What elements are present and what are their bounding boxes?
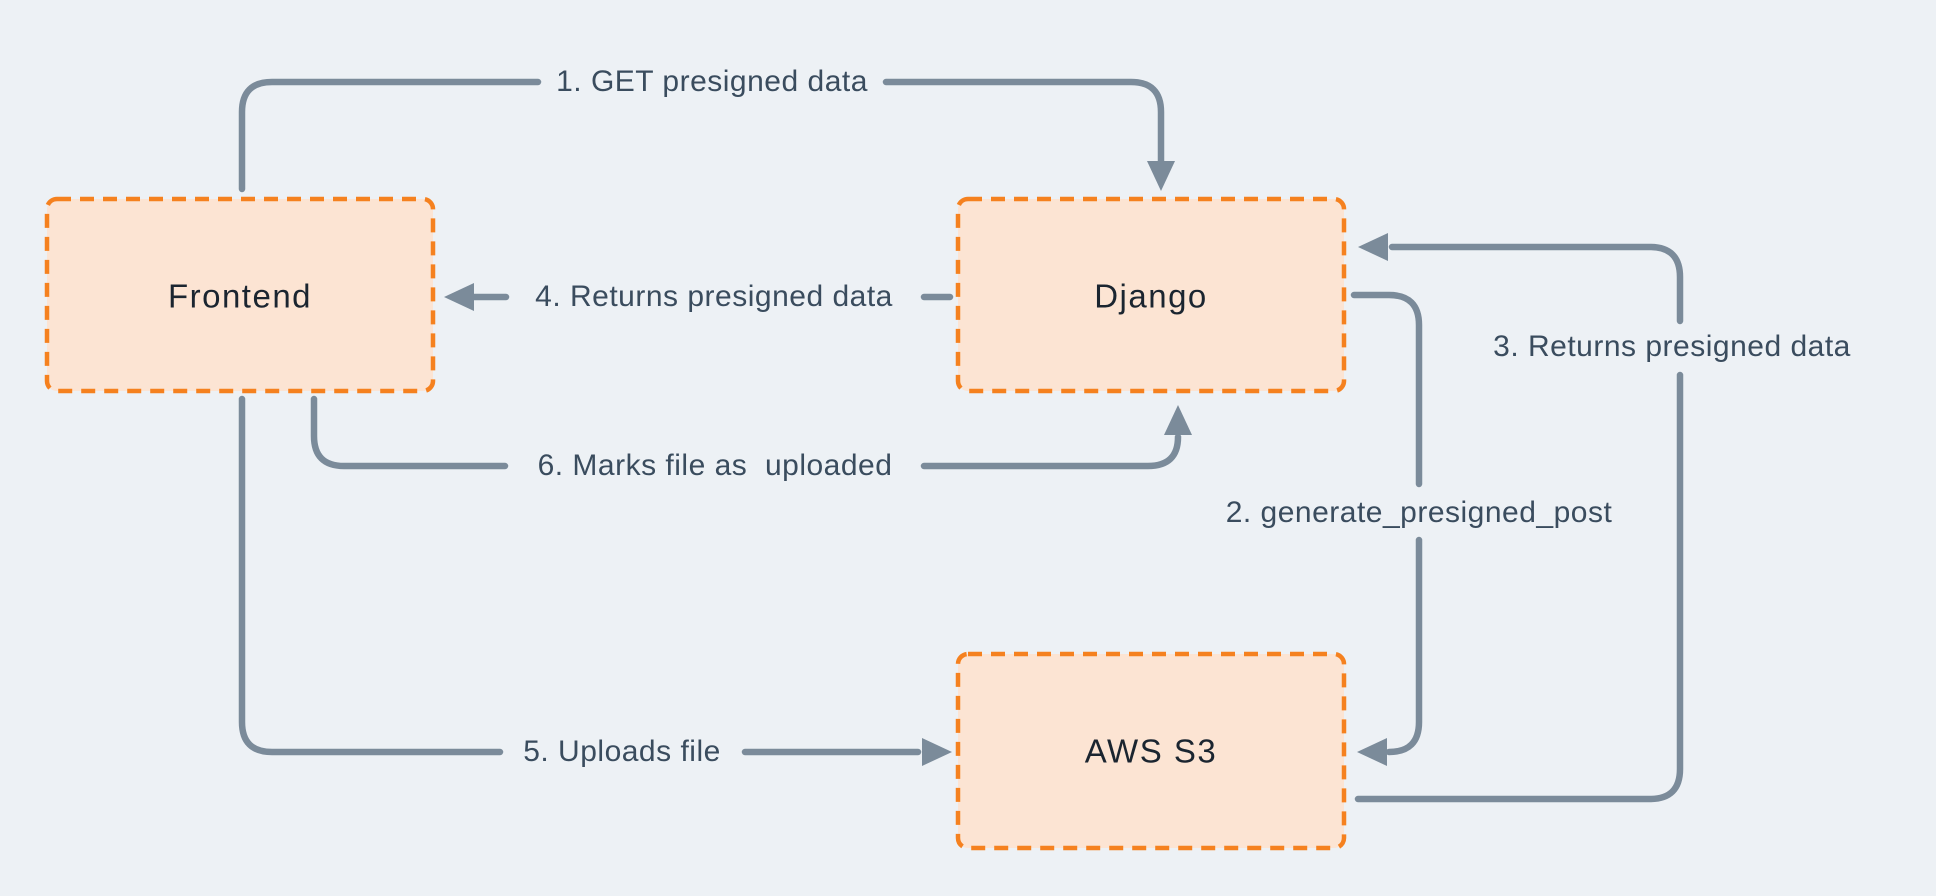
edge-4-arrowhead-left-icon [444,283,474,311]
edge-3-label: 3. Returns presigned data [1493,330,1851,363]
edge-2-label: 2. generate_presigned_post [1225,496,1613,529]
edge-6-line-right [920,433,1182,470]
node-frontend-label: Frontend [167,277,313,315]
node-aws-s3-box [955,651,1347,851]
edge-3-line-top [1388,243,1684,325]
edge-6-arrowhead-up-icon [1164,405,1192,435]
node-django-label: Django [1094,277,1208,315]
node-frontend-box [44,196,436,394]
edge-2-line-bottom [1385,536,1423,756]
node-django-box [955,196,1347,394]
edge-1-line-right [882,78,1165,165]
node-aws-s3-label: AWS S3 [1084,732,1218,770]
edge-5-line-left [238,395,504,756]
edge-3-line-bottom [1354,371,1684,803]
edge-2-arrowhead-left-icon [1357,738,1387,766]
edge-3-arrowhead-left-icon [1358,233,1388,261]
edge-5-label: 5. Uploads file [523,735,721,768]
edge-6-label: 6. Marks file as uploaded [537,449,893,482]
edge-2-line-top [1350,291,1423,488]
edge-6-line-left [310,395,509,470]
edge-1-label: 1. GET presigned data [556,65,868,98]
edge-1-line-left [238,78,542,193]
edge-5-arrowhead-right-icon [922,738,952,766]
edge-4-label: 4. Returns presigned data [535,280,893,313]
edge-1-arrowhead-down-icon [1147,161,1175,191]
